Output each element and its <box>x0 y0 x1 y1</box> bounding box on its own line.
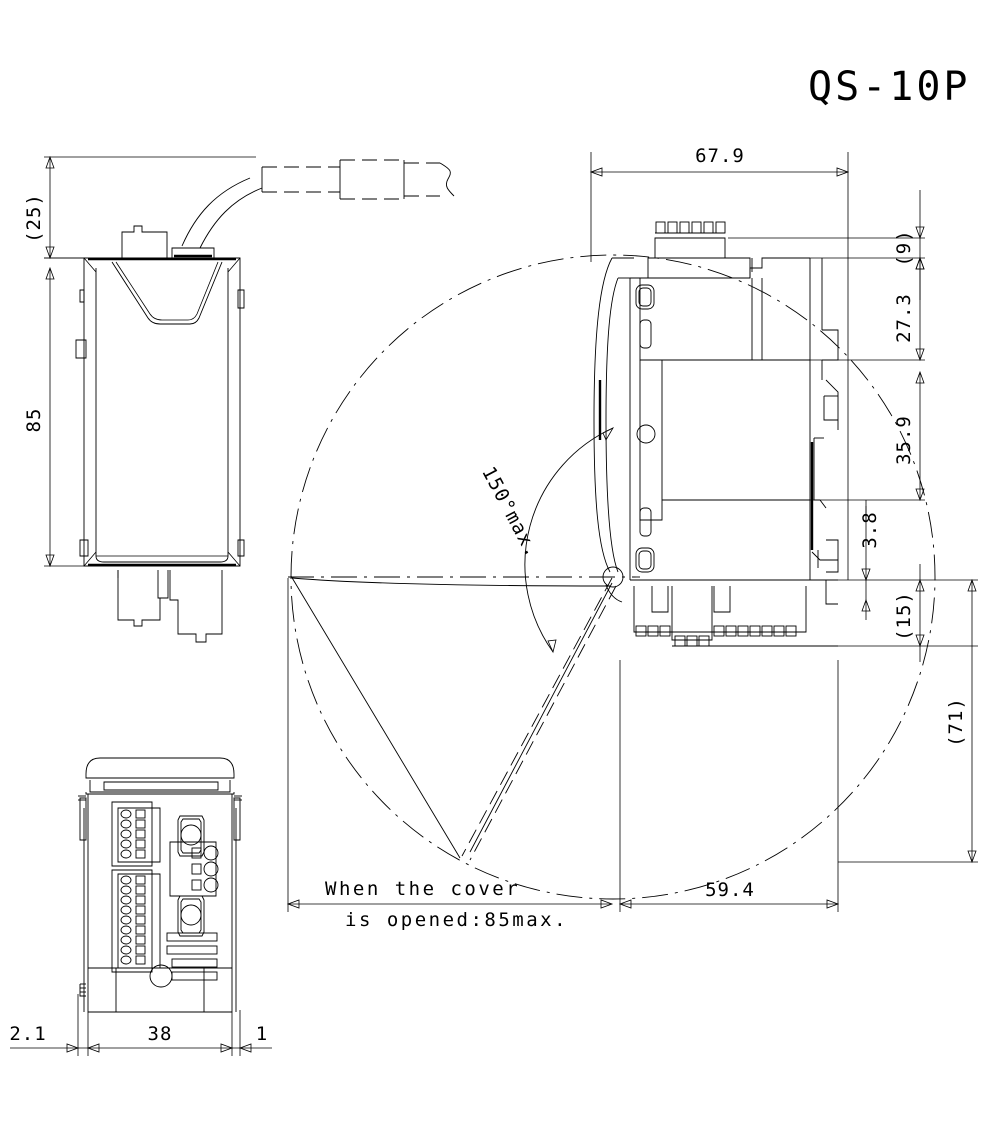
top-view: (25) 85 <box>23 155 455 643</box>
front-view-dim-chain: 2.1 38 1 <box>9 994 272 1056</box>
side-view-body <box>629 221 839 581</box>
dim-27-3-group: 27.3 <box>810 256 925 362</box>
dim-15-label: (15) <box>893 591 915 641</box>
dim-1-label: 1 <box>256 1023 268 1045</box>
dim-3-8-label: 3.8 <box>859 511 881 548</box>
dim-71-label: (71) <box>945 697 967 747</box>
dim-35-9-label: 35.9 <box>893 415 915 465</box>
angular-dimension-label: 150°max. <box>477 463 543 561</box>
side-view-cover <box>593 257 634 603</box>
dim-67-9-group: 67.9 <box>589 145 850 580</box>
top-view-body <box>75 257 245 567</box>
top-view-sub-block <box>121 225 168 260</box>
dim-15-group: (15) <box>838 564 978 662</box>
svg-text:150°max.: 150°max. <box>477 463 543 561</box>
front-view: 2.1 38 1 <box>9 757 272 1056</box>
terminal-block-upper <box>111 801 161 867</box>
cable-assembly <box>171 159 455 259</box>
cover-open-note-group: When the cover is opened:85max. <box>286 578 614 931</box>
dim-38-label: 38 <box>148 1023 173 1045</box>
top-view-bottom-connectors <box>117 570 223 643</box>
dim-59-4-label: 59.4 <box>705 879 755 901</box>
dim-3-8-group: 3.8 <box>859 500 881 620</box>
dim-2-1-label: 2.1 <box>9 1023 46 1045</box>
dim-85-label: 85 <box>23 408 45 433</box>
side-view: 67.9 (9) 27.3 35.9 <box>589 145 978 912</box>
dim-35-9-group: 35.9 <box>810 370 925 502</box>
dim-25-label: (25) <box>23 193 45 243</box>
dim-71-group: (71) <box>838 578 978 864</box>
dim-9-group: (9) <box>728 190 925 300</box>
dim-25-group: (25) <box>23 155 256 260</box>
side-view-bottom-connectors <box>630 579 838 647</box>
drawing-title: QS-10P <box>808 64 971 110</box>
cover-open-note-line2: is opened:85max. <box>345 909 568 931</box>
dim-67-9-label: 67.9 <box>695 145 745 167</box>
front-label-strips <box>166 932 218 981</box>
dim-85-group: 85 <box>23 257 84 568</box>
front-connector <box>169 815 219 937</box>
dim-27-3-label: 27.3 <box>893 293 915 343</box>
cover-open-note-line1: When the cover <box>325 878 520 900</box>
terminal-block-lower <box>111 869 173 988</box>
dim-59-4-group: 59.4 <box>618 660 840 912</box>
dim-9-label: (9) <box>893 229 915 266</box>
